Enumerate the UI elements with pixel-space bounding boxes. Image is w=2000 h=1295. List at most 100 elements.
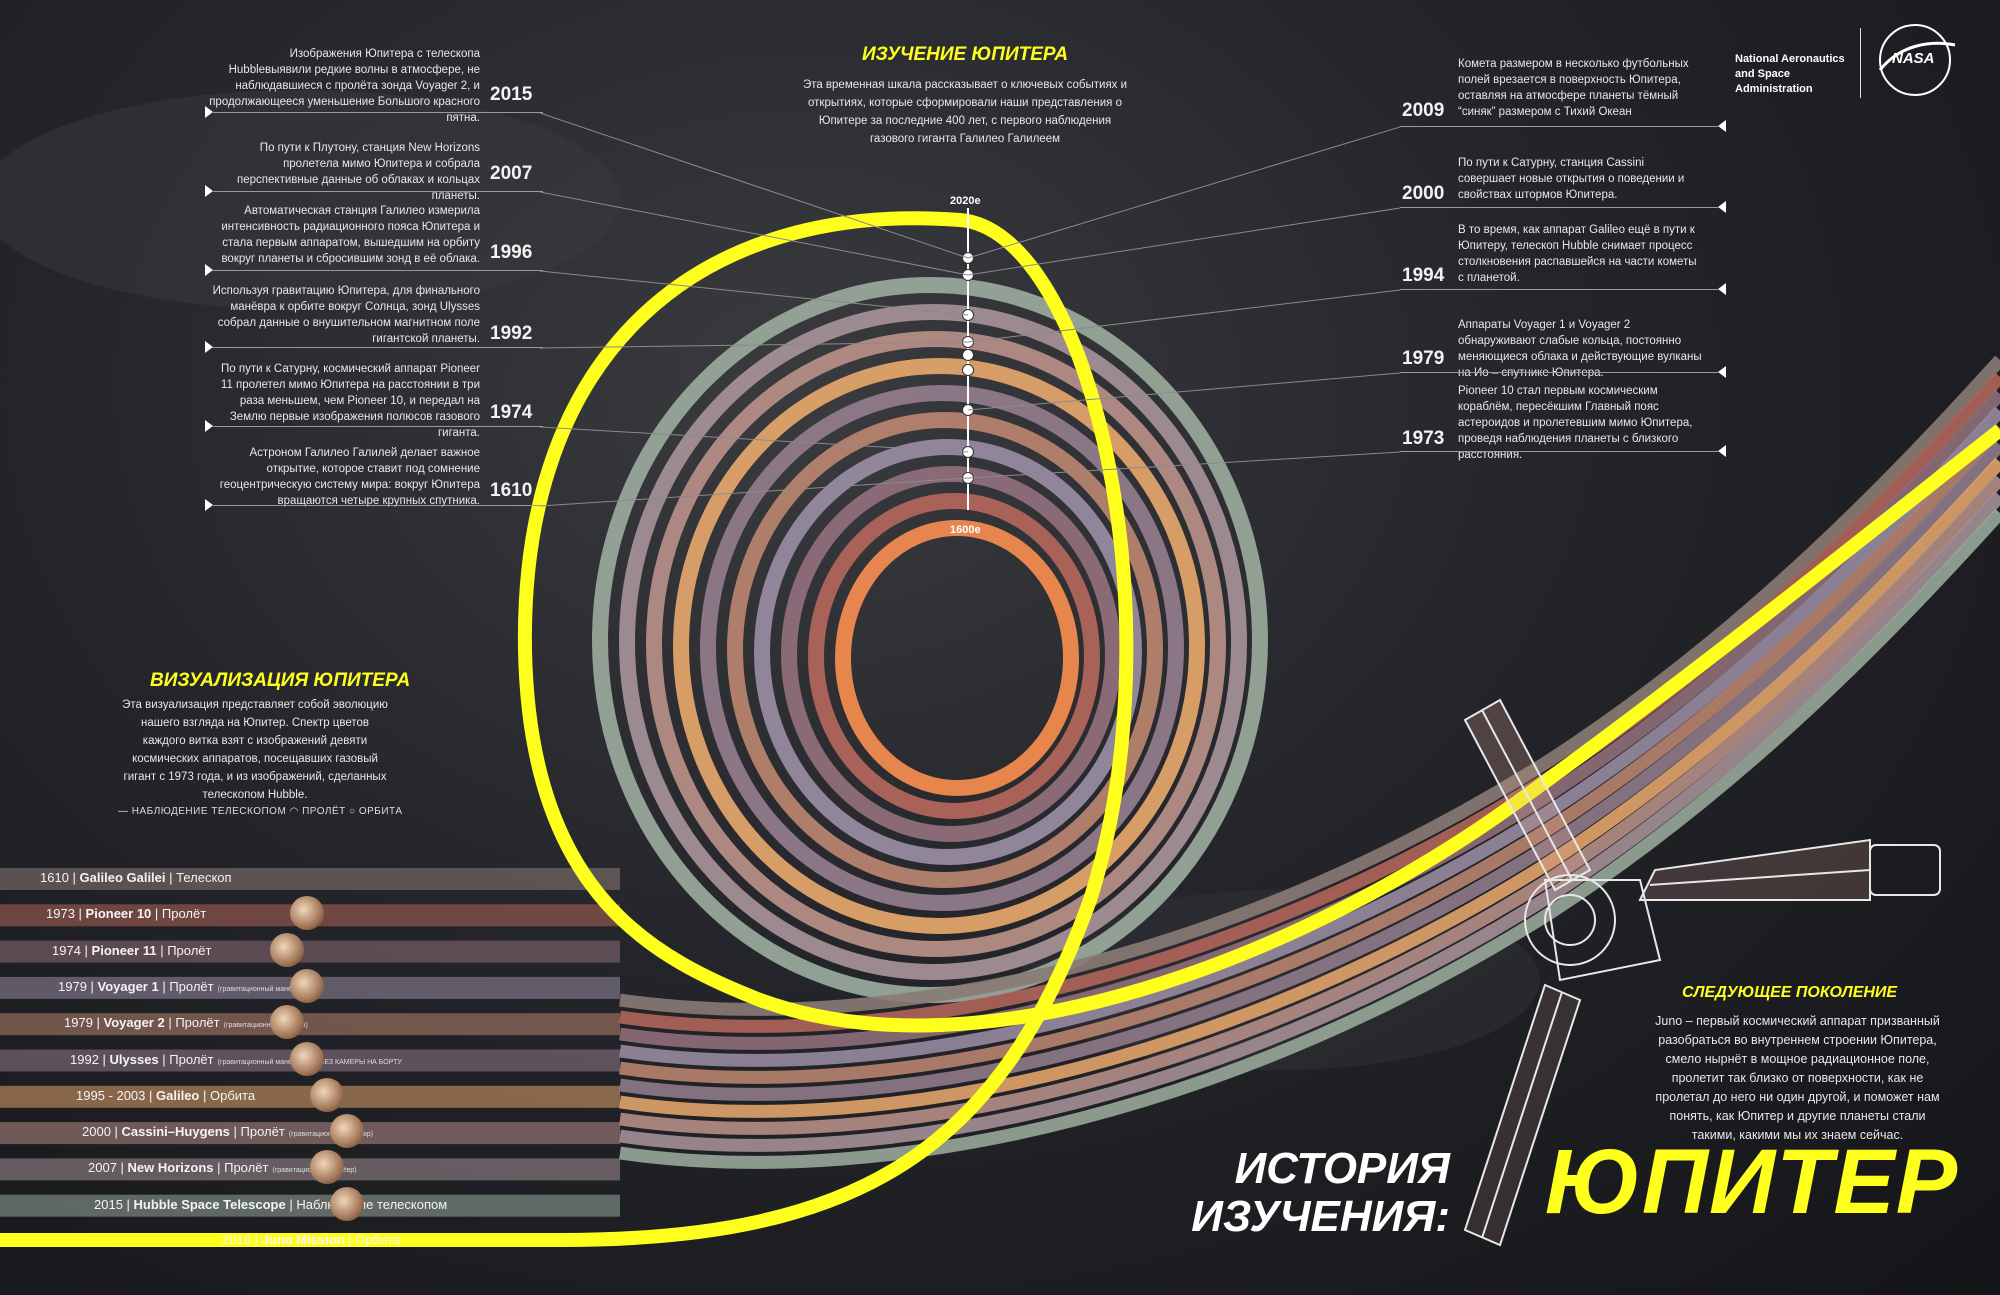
timeline-left-text: По пути к Сатурну, космический аппарат P…	[220, 363, 480, 439]
separator: |	[158, 978, 170, 994]
timeline-left-year: 1974	[490, 402, 533, 423]
mission-type: Пролёт	[169, 978, 214, 994]
ring-7	[781, 466, 1121, 842]
agency-name: National Aeronautics and Space Administr…	[1735, 53, 1845, 95]
ring-1	[619, 304, 1247, 980]
mission-label: 2016 | Juno Mission | Орбита	[222, 1232, 400, 1247]
next-gen-text: Juno – первый космический аппарат призва…	[1655, 1014, 1940, 1142]
mission-name: Hubble Space Telescope	[133, 1196, 286, 1212]
planet-thumbnail-icon	[290, 968, 324, 1003]
ring-5	[727, 412, 1163, 888]
mission-name: Ulysses	[109, 1051, 159, 1067]
ring-9	[835, 520, 1079, 796]
mission-name: Galileo Galilei	[79, 870, 166, 885]
mission-label: 1992 | Ulysses | Пролёт(гравитационный м…	[70, 1052, 402, 1067]
timeline-left-arrow-icon	[205, 420, 213, 432]
mission-type: Пролёт	[161, 906, 207, 922]
separator: |	[285, 1196, 297, 1212]
mission-extra: БЕЗ КАМЕРЫ НА БОРТУ	[319, 1058, 402, 1066]
planet-thumbnail-icon	[290, 896, 324, 931]
leader-line	[539, 112, 969, 259]
mission-type: Наблюдение телескопом	[296, 1196, 448, 1212]
leader-line	[967, 207, 1401, 276]
timeline-right-arrow-icon	[1718, 445, 1726, 457]
ring-8	[808, 493, 1100, 819]
timeline-right-text: Комета размером в несколько футбольных п…	[1458, 58, 1689, 118]
scale-bottom-label: 1600е	[950, 524, 981, 536]
timeline-left-rule	[213, 426, 543, 427]
ring-6	[754, 439, 1142, 865]
mission-label: 1995 - 2003 | Galileo | Орбита	[76, 1088, 255, 1103]
timeline-dots	[962, 252, 974, 484]
mission-year: 2015	[94, 1196, 123, 1212]
timeline-right-arrow-icon	[1718, 201, 1726, 213]
separator: |	[92, 1015, 104, 1031]
legend-orbit: ОРБИТА	[358, 806, 403, 817]
mission-type: Пролёт	[169, 1051, 214, 1067]
ring-3	[673, 358, 1205, 934]
ring-2	[646, 331, 1226, 957]
separator: |	[122, 1196, 134, 1212]
juno-spacecraft-icon	[1463, 698, 1941, 1247]
timeline-left-arrow-icon	[205, 106, 213, 118]
timeline-left-text: Изображения Юпитера с телескопа Hubbleвы…	[209, 48, 480, 124]
mission-type: Пролёт	[167, 942, 212, 958]
legend-telescope: НАБЛЮДЕНИЕ ТЕЛЕСКОПОМ	[131, 806, 287, 817]
mission-sweep-5	[619, 440, 2000, 1101]
timeline-left-year: 1610	[490, 480, 533, 501]
separator: |	[344, 1232, 356, 1247]
separator: |	[158, 1051, 170, 1067]
mission-type: Пролёт	[175, 1015, 220, 1031]
mission-name: Cassini–Huygens	[121, 1124, 230, 1140]
mission-name: New Horizons	[127, 1160, 214, 1176]
separator: |	[165, 870, 177, 885]
mission-sweep-4	[619, 423, 2000, 1084]
planet-thumbnail-icon	[310, 1150, 344, 1185]
timeline-right-year: 1979	[1402, 348, 1445, 369]
mission-note: (гравитационный манёвр)	[217, 1058, 302, 1066]
timeline-right-year: 2009	[1402, 100, 1445, 121]
legend: — НАБЛЮДЕНИЕ ТЕЛЕСКОПОМ ◠ ПРОЛЁТ ○ ОРБИТ…	[118, 806, 403, 817]
poster-title-big: ЮПИТЕР	[1545, 1131, 1959, 1233]
timeline-dot	[962, 349, 974, 361]
separator: |	[116, 1160, 128, 1176]
timeline-right-rule	[1400, 372, 1718, 373]
separator: |	[164, 1015, 176, 1031]
mission-note: (гравитационный манёвр)	[217, 985, 302, 993]
mission-sweep-7	[619, 474, 2000, 1135]
mission-year: 1610	[40, 870, 69, 885]
planet-thumbnail-icon	[310, 1077, 344, 1112]
leader-line	[539, 477, 969, 507]
ring-4	[700, 385, 1184, 911]
timeline-left-year: 2015	[490, 84, 533, 105]
mission-note: (гравитационный манёвр)	[223, 1022, 308, 1030]
leader-line	[539, 426, 969, 453]
page-title: ИЗУЧЕНИЕ ЮПИТЕРА	[862, 44, 1069, 65]
mission-year: 1973	[46, 906, 75, 922]
timeline-left-rule	[213, 347, 543, 348]
planet-thumbnail-icon	[290, 1041, 324, 1076]
legend-orbit-icon: ○	[349, 806, 356, 817]
nasa-logo	[1878, 24, 1956, 96]
separator: |	[145, 1087, 157, 1103]
mission-label: 2015 | Hubble Space Telescope | Наблюден…	[94, 1197, 447, 1212]
timeline-right-text: По пути к Сатурну, станция Cassini совер…	[1458, 157, 1685, 201]
mission-label: 1979 | Voyager 2 | Пролёт(гравитационный…	[64, 1015, 308, 1030]
mission-type: Орбита	[355, 1232, 401, 1247]
timeline-left-text: Используя гравитацию Юпитера, для финаль…	[212, 285, 480, 345]
visualization-text: Эта визуализация представляет собой эвол…	[122, 699, 388, 801]
scale-top-label: 2020е	[950, 195, 981, 207]
leader-line	[539, 270, 969, 316]
mission-year: 2000	[82, 1124, 111, 1140]
mission-year: 2016	[222, 1232, 251, 1247]
poster-title-line2: ИЗУЧЕНИЯ:	[1191, 1192, 1450, 1241]
mission-type: Пролёт	[240, 1124, 285, 1140]
timeline-left-year: 2007	[490, 163, 533, 184]
juno-spiral	[0, 211, 2000, 1247]
leader-line	[539, 341, 969, 349]
timeline-right-rule	[1400, 207, 1718, 208]
timeline-left-text: Астроном Галилео Галилей делает важное о…	[219, 447, 480, 507]
mission-label: 1610 | Galileo Galilei | Телескоп	[40, 870, 232, 885]
separator: |	[151, 906, 162, 922]
mission-year: 1995 - 2003	[76, 1087, 146, 1103]
